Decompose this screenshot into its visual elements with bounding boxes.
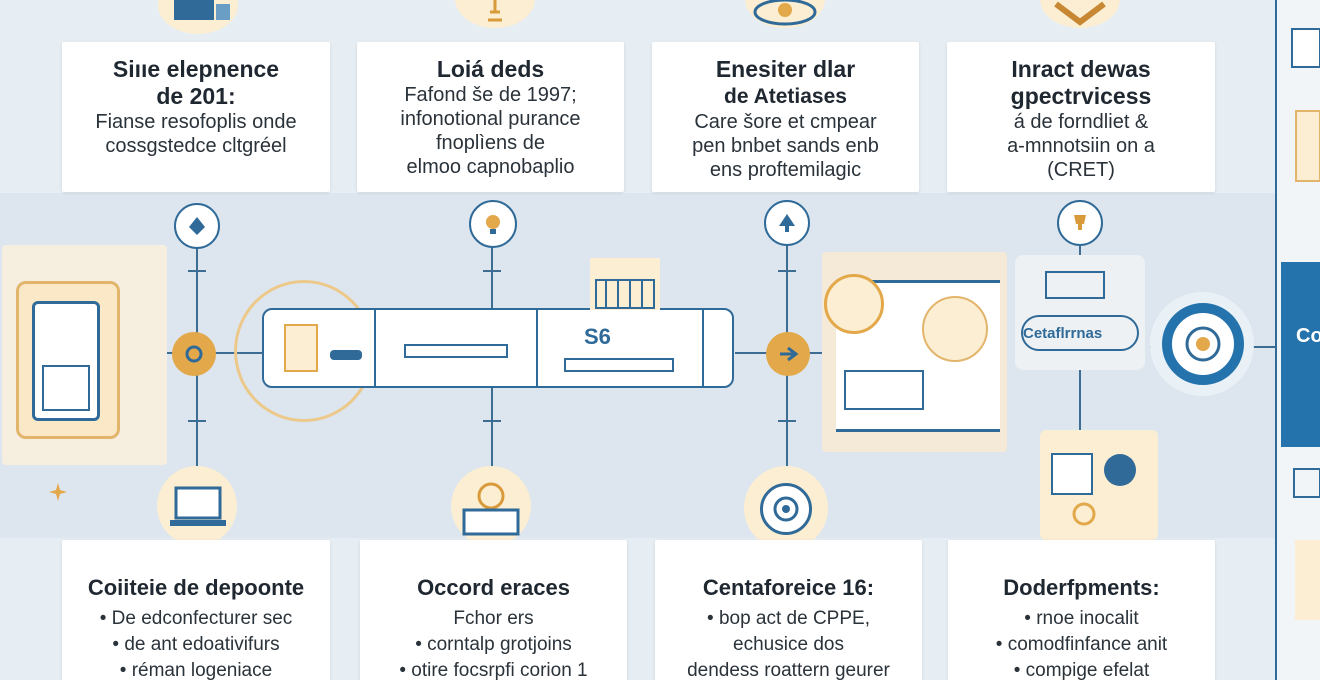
top-card-3: Enesiter dlar de Atetiases Care šore et … [652,42,919,192]
bottom-card-1-item-3: • réman logeniace [119,660,273,680]
top-card-2-text-3: fnoplìens de [436,132,545,154]
star-icon [48,482,68,502]
bottom-card-2-title: Occord eraces [417,575,570,600]
bottom-card-3-item-1: • bop act de CPPE, [707,608,870,629]
milestone-node-4 [1057,200,1103,246]
bottom-card-3: Centaforeice 16: • bop act de CPPE, echu… [655,540,922,680]
right-rail-highlight [1281,262,1320,447]
top-card-3-text: Care šore et cmpear [694,111,877,133]
bottom-card-4-item-1: • rnoe inocalit [1024,608,1139,629]
right-cluster-label: Cetaflrrnas [1023,325,1103,342]
panel-bar-icon [404,344,508,358]
tick-1b [188,420,206,422]
panel-thumbnail-icon [284,324,318,372]
top-card-1-text: Fianse resofoplis onde [95,111,297,133]
trophy-icon [1074,215,1086,230]
tick-3a [778,270,796,272]
bottom-card-3-item-3: dendess roattern geurer [687,660,890,680]
top-card-1-title-2: de 201: [156,83,236,109]
lower-node-3 [760,483,812,535]
tick-3b [778,420,796,422]
lower-right-illustration [1040,430,1158,540]
top-card-3-title: Enesiter dlar [715,56,856,82]
top-card-4-text-3: (CRET) [1047,159,1115,181]
right-rail-label: Co [1296,325,1320,347]
top-card-3-title-2: de Atetiases [724,85,847,108]
document-stack-icon [172,0,232,26]
top-card-2-text-2: infonotional purance [400,108,581,130]
top-card-3-text-2: pen bnbet sands enb [692,135,879,157]
bottom-card-1-item-1: • De edconfecturer sec [99,608,293,629]
tick-1a [188,270,206,272]
bottom-card-2-item-3: • otire focsrpfi corion 1 [399,660,588,680]
eye-icon [752,0,818,28]
top-card-4-text: á de forndliet & [1013,111,1149,133]
top-card-2-title: Loiá deds [436,56,545,82]
top-card-1: Siııe elepnence de 201: Fianse resofopli… [62,42,330,192]
bottom-card-4-item-3: • compige efelat [1013,660,1150,680]
gear-icon [185,345,203,363]
tool-icon [780,346,799,362]
bottom-card-4: Doderfpments: • rnoe inocalit • comodfin… [948,540,1215,680]
bottom-card-1: Coiiteie de depoonte • De edconfecturer … [62,540,330,680]
bulb-icon [486,215,500,234]
left-device-illustration [2,245,167,465]
globe-icon [1185,326,1221,362]
top-card-4: Inract dewas gpectrvicess á de forndliet… [947,42,1215,192]
bottom-card-2-item-1: Fchor ers [453,608,534,629]
building-icon [590,258,660,310]
top-card-1-title: Siııe elepnence [112,56,280,82]
laptop-icon [170,484,226,532]
lightbulb-icon [480,0,510,24]
bottom-card-3-title: Centaforeice 16: [702,575,875,600]
bottom-card-4-title: Doderfpments: [1003,575,1160,600]
milestone-node-2 [469,200,517,248]
center-panel: S6 [262,308,734,388]
bottom-card-4-item-2: • comodfinfance anit [995,634,1168,655]
top-card-1-text-2: cossgstedce cltgréel [105,135,287,157]
panel-label: S6 [584,324,611,349]
right-cluster: Cetaflrrnas [1015,255,1145,370]
top-card-4-title: Inract dewas [1011,56,1151,82]
target-icon [773,496,799,522]
leaf-icon [189,217,205,235]
milestone-node-1 [174,203,220,249]
timeline-node-right [766,332,810,376]
top-card-3-text-3: ens proftemilagic [709,159,862,181]
top-card-2-text: Fafond še de 1997; [404,84,577,106]
top-card-2: Loiá deds Fafond še de 1997; infonotiona… [357,42,624,192]
tree-icon [779,214,795,232]
bottom-card-1-item-2: • de ant edoativifurs [112,634,280,655]
far-right-node [1162,303,1244,385]
bottom-card-3-item-2: echusice dos [733,634,844,655]
handshake-icon [1052,0,1108,26]
top-card-2-text-4: elmoo capnobaplio [406,156,575,178]
top-card-4-text-2: a-mnnotsiin on a [1007,135,1155,157]
top-card-4-title-2: gpectrvicess [1010,83,1152,109]
panel-bar-icon-2 [564,358,674,372]
right-illustration [822,252,1007,452]
bottom-card-2: Occord eraces Fchor ers • corntalp grotj… [360,540,627,680]
bottom-card-2-item-2: • corntalp grotjoins [415,634,572,655]
timeline-node-left [172,332,216,376]
team-icon [1051,453,1136,526]
bottom-card-1-title: Coiiteie de depoonte [87,575,305,600]
tick-2b [483,420,501,422]
milestone-node-3 [764,200,810,246]
tick-2a [483,270,501,272]
panel-arrow-icon [330,350,362,360]
robot-icon [458,478,524,538]
